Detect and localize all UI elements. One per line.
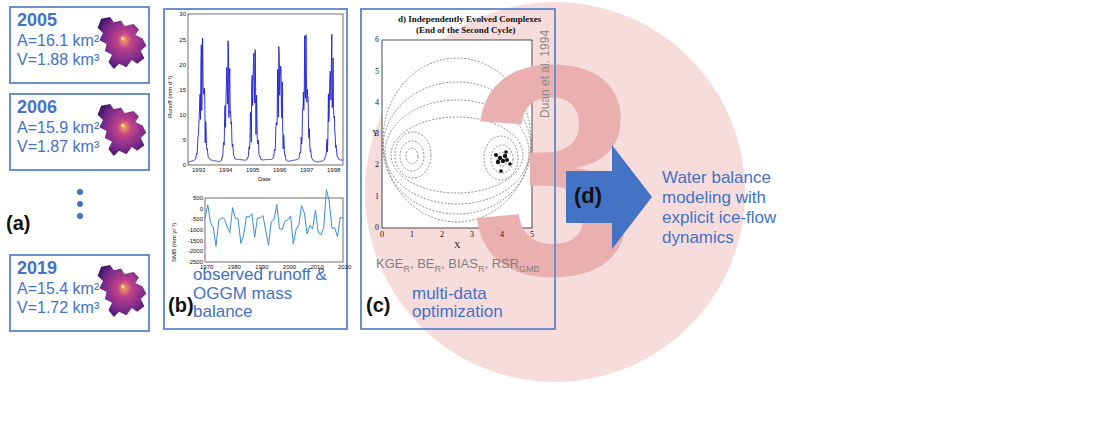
- axis-label: 10: [179, 112, 186, 118]
- axis-label: 1995: [246, 167, 259, 173]
- runoff-axes: [188, 14, 343, 262]
- node-text: multi-data optimization: [412, 285, 548, 322]
- illustration-part: [98, 17, 147, 69]
- illustration-part: [77, 213, 83, 219]
- axis-label: 0: [380, 230, 384, 239]
- metric-name: KGE: [376, 256, 403, 271]
- axis-label: 2010: [310, 264, 323, 270]
- axis-label: 500: [193, 195, 203, 201]
- year-heading: 2005: [17, 10, 148, 31]
- axis-label: 1993: [192, 167, 205, 173]
- axis-label: d) Independently Evolved Complexes: [398, 14, 541, 24]
- axis-label: 1998: [327, 167, 340, 173]
- axis-label: 0: [200, 206, 203, 212]
- axis-label: 3: [375, 129, 379, 138]
- axis-label: 1: [375, 192, 379, 201]
- year-box: 2019A=15.4 km² V=1.72 km³: [9, 254, 150, 332]
- watermark: 3: [470, 20, 637, 320]
- axis-label: Duan et al. 1994: [538, 30, 552, 118]
- panel-letter: (a): [6, 212, 30, 235]
- axis-label: X: [454, 240, 461, 250]
- runoff-curve: [188, 34, 343, 162]
- axis-label: 0: [183, 162, 186, 168]
- illustration-part: [188, 14, 343, 165]
- axis-label: -2500: [188, 259, 203, 265]
- arrow-body: [566, 145, 652, 249]
- year-heading: 2006: [17, 97, 148, 118]
- panel-letter: (c): [366, 294, 390, 317]
- axis-label: 2000: [283, 264, 296, 270]
- axis-label: 2: [440, 230, 444, 239]
- axis-label: 3: [470, 230, 474, 239]
- axis-label: SMB (mm yr⁻¹): [170, 223, 178, 262]
- axis-label: 1996: [273, 167, 286, 173]
- axis-label: -500: [191, 216, 203, 222]
- axis-label: 20: [179, 62, 186, 68]
- axis-label: (End of the Second Cycle): [416, 25, 516, 35]
- metric-subscript: R: [478, 264, 485, 274]
- axis-label: -2000: [188, 248, 203, 254]
- axis-label: 1994: [219, 167, 232, 173]
- panel-box: multi-data optimization: [360, 8, 556, 330]
- illustration-part: [395, 132, 431, 178]
- metric-name: , BE: [410, 256, 435, 271]
- smb-curve: [205, 190, 343, 247]
- axis-label: 1997: [300, 167, 313, 173]
- axis-label: 1990: [255, 264, 268, 270]
- axis-label: 2020: [338, 264, 351, 270]
- illustration-part: [98, 104, 147, 156]
- year-heading: 2019: [17, 258, 148, 279]
- metric-list: KGER, BER, BIASR, RSRGMB: [376, 256, 540, 274]
- axis-label: 0: [375, 223, 379, 232]
- axis-label: 30: [179, 11, 186, 17]
- axis-label: 5: [375, 67, 379, 76]
- axis-label: 15: [179, 87, 186, 93]
- axis-label: 25: [179, 37, 186, 43]
- year-box: 2005A=16.1 km² V=1.88 km³: [9, 6, 150, 84]
- axis-label: -1500: [188, 238, 203, 244]
- arrow-shape: (d): [566, 145, 652, 249]
- illustration-part: [400, 141, 424, 171]
- metric-subscript: R: [403, 264, 410, 274]
- axis-label: -1000: [188, 227, 203, 233]
- illustration-part: [406, 148, 418, 164]
- axis-label: Date: [258, 176, 271, 182]
- node-text: A=16.1 km² V=1.88 km³: [17, 31, 105, 69]
- year-box: 2006A=15.9 km² V=1.87 km³: [9, 93, 150, 171]
- axis-label: 1: [410, 230, 414, 239]
- ellipsis-dots: [77, 189, 83, 219]
- node-text: A=15.9 km² V=1.87 km³: [17, 118, 105, 156]
- illustration-part: [205, 198, 343, 262]
- illustration-part: [98, 265, 147, 317]
- axis-label: 5: [530, 230, 534, 239]
- axis-label: Runoff (mm d⁻¹): [166, 76, 174, 118]
- panel-letter: (b): [168, 294, 194, 317]
- axis-label: 6: [375, 35, 379, 44]
- result-text: Water balance modeling with explicit ice…: [662, 168, 790, 248]
- metric-subscript: GMB: [519, 264, 540, 274]
- axis-label: 1980: [228, 264, 241, 270]
- node-text: (d): [574, 183, 602, 209]
- axis-label: 5: [183, 137, 186, 143]
- node-text: observed runoff & OGGM mass balance: [193, 266, 343, 322]
- metric-subscript: R: [435, 264, 442, 274]
- axis-label: 2: [375, 160, 379, 169]
- axis-label: 4: [500, 230, 504, 239]
- axis-label: 4: [375, 98, 379, 107]
- illustration-part: [77, 201, 83, 207]
- illustration-part: [77, 189, 83, 195]
- node-text: A=15.4 km² V=1.72 km³: [17, 279, 105, 317]
- metric-name: , RSR: [484, 256, 519, 271]
- metric-name: , BIAS: [441, 256, 478, 271]
